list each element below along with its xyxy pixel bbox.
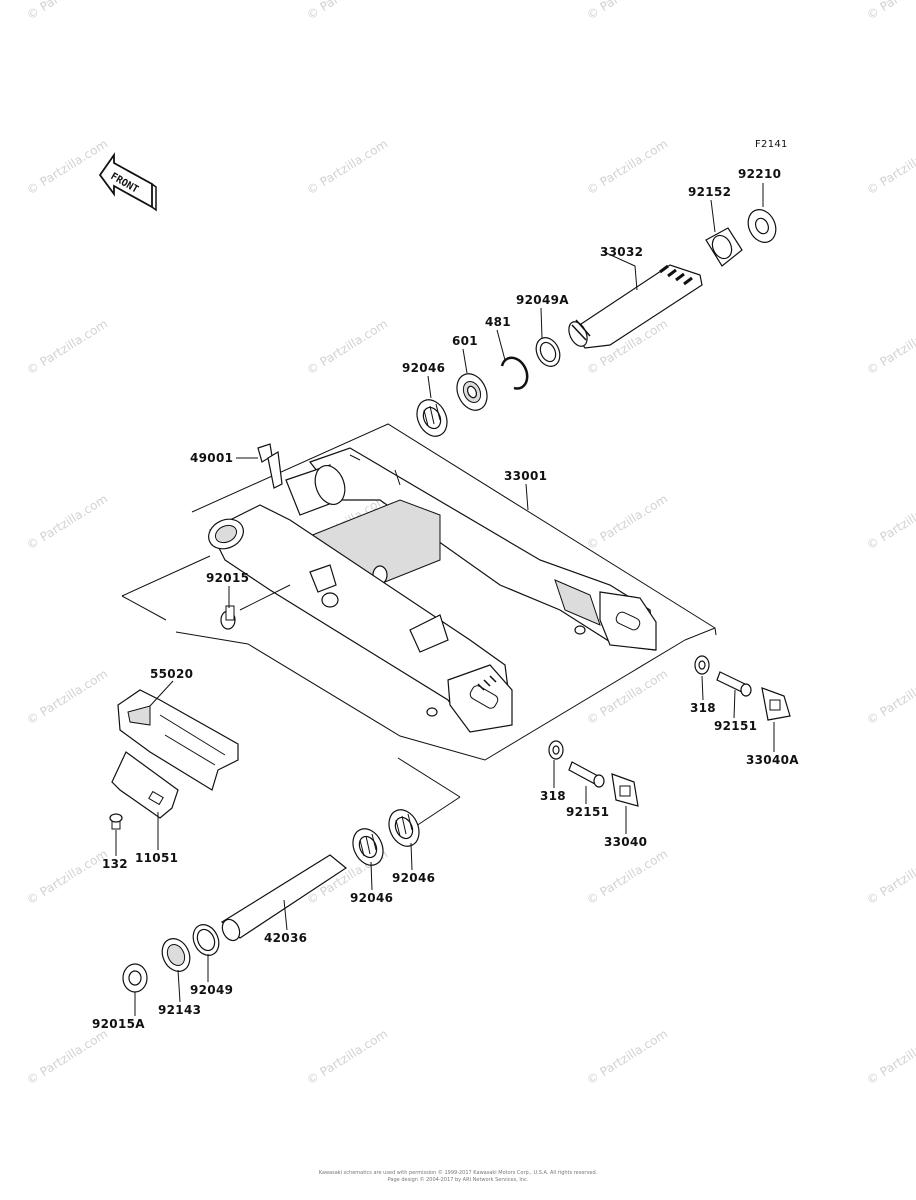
watermark: © Partzilla.com xyxy=(584,847,670,908)
part-label-92152: 92152 xyxy=(688,185,731,199)
bracket-11051 xyxy=(111,751,179,819)
leader-line xyxy=(177,969,181,1003)
part-label-92049A: 92049A xyxy=(516,293,569,307)
part-label-92046: 92046 xyxy=(392,871,435,885)
watermark: © Partzilla.com xyxy=(24,667,110,728)
watermark: © Partzilla.com xyxy=(24,492,110,553)
part-label-55020: 55020 xyxy=(150,667,193,681)
part-label-92015A: 92015A xyxy=(92,1017,145,1031)
block-33040 xyxy=(611,773,639,807)
part-label-92046: 92046 xyxy=(402,361,445,375)
part-label-42036: 42036 xyxy=(264,931,307,945)
needle-bearing-92046-left xyxy=(352,828,384,866)
leader-line xyxy=(149,680,174,707)
watermark: © Partzilla.com xyxy=(304,137,390,198)
needle-bearing-92046-right xyxy=(388,809,420,847)
bolt-92151-mid xyxy=(568,761,605,788)
leader-line xyxy=(427,375,432,399)
front-arrow-icon: FRONT xyxy=(98,152,157,212)
part-label-92151: 92151 xyxy=(714,719,757,733)
watermark: © Partzilla.com xyxy=(864,667,916,728)
watermark: © Partzilla.com xyxy=(304,317,390,378)
watermark: © Partzilla.com xyxy=(864,137,916,198)
watermark: © Partzilla.com xyxy=(24,0,110,23)
nut-318-right xyxy=(694,655,710,675)
swingarm-33001 xyxy=(121,423,717,761)
footer-credit: Page design © 2004-2017 by ARI Network S… xyxy=(388,1176,529,1183)
part-label-92049: 92049 xyxy=(190,983,233,997)
nut-318-mid xyxy=(548,740,564,760)
part-label-92210: 92210 xyxy=(738,167,781,181)
leader-line xyxy=(283,899,288,931)
watermark: © Partzilla.com xyxy=(864,847,916,908)
axle-42036 xyxy=(221,854,348,942)
watermark: © Partzilla.com xyxy=(24,137,110,198)
block-33040A xyxy=(761,687,791,721)
part-label-92151: 92151 xyxy=(566,805,609,819)
leader-line xyxy=(733,689,736,719)
part-label-92143: 92143 xyxy=(158,1003,201,1017)
leader-line xyxy=(462,348,468,374)
leader-line xyxy=(370,861,373,891)
part-label-33032: 33032 xyxy=(600,245,643,259)
watermark: © Partzilla.com xyxy=(584,492,670,553)
part-label-11051: 11051 xyxy=(135,851,178,865)
watermark: © Partzilla.com xyxy=(584,1027,670,1088)
leader-line xyxy=(239,584,291,611)
figure-id: F2141 xyxy=(755,139,788,150)
reference-line xyxy=(397,757,461,798)
watermark: © Partzilla.com xyxy=(864,492,916,553)
bolt-92015 xyxy=(220,605,236,630)
part-label-33040: 33040 xyxy=(604,835,647,849)
watermark: © Partzilla.com xyxy=(864,0,916,23)
reference-line xyxy=(409,796,461,831)
collar-92143 xyxy=(161,938,191,972)
leader-line xyxy=(701,675,704,701)
part-label-318: 318 xyxy=(540,789,566,803)
part-label-33040A: 33040A xyxy=(746,753,799,767)
watermark: © Partzilla.com xyxy=(24,1027,110,1088)
watermark: © Partzilla.com xyxy=(584,667,670,728)
watermark: © Partzilla.com xyxy=(864,317,916,378)
collar-92152 xyxy=(705,227,743,267)
nut-92015A xyxy=(122,963,148,993)
part-label-132: 132 xyxy=(102,857,128,871)
ring-92049A xyxy=(535,337,561,367)
part-label-481: 481 xyxy=(485,315,511,329)
watermark: © Partzilla.com xyxy=(864,1027,916,1088)
circlip-481 xyxy=(500,356,529,390)
part-label-318: 318 xyxy=(690,701,716,715)
part-label-92015: 92015 xyxy=(206,571,249,585)
leader-line xyxy=(540,307,543,339)
part-labels: 92210 92152 33032 92049A 481 601 92046 4… xyxy=(92,167,799,1031)
watermark: © Partzilla.com xyxy=(24,847,110,908)
watermark: © Partzilla.com xyxy=(24,317,110,378)
part-label-49001: 49001 xyxy=(190,451,233,465)
leader-line xyxy=(525,483,529,511)
part-label-92046: 92046 xyxy=(350,891,393,905)
watermark: © Partzilla.com xyxy=(584,137,670,198)
watermark: © Partzilla.com xyxy=(584,0,670,23)
watermark: © Partzilla.com xyxy=(304,0,390,23)
leader-line xyxy=(603,251,638,291)
part-label-601: 601 xyxy=(452,334,478,348)
nut-92210 xyxy=(747,209,777,243)
shaft-33032 xyxy=(568,264,703,349)
bearing-601 xyxy=(456,373,488,411)
leader-line xyxy=(410,842,413,871)
chain-guard-55020 xyxy=(117,689,239,791)
leader-line xyxy=(710,199,716,233)
leader-line xyxy=(496,329,506,361)
footer-copyright: Kawasaki schematics are used with permis… xyxy=(319,1169,598,1176)
needle-bearing-92046-top xyxy=(416,399,448,437)
ring-92049 xyxy=(192,924,220,956)
watermark: © Partzilla.com xyxy=(304,1027,390,1088)
bolt-132 xyxy=(109,813,123,830)
bolt-92151-right xyxy=(716,671,752,697)
grease-fitting-49001 xyxy=(257,443,283,489)
part-label-33001: 33001 xyxy=(504,469,547,483)
